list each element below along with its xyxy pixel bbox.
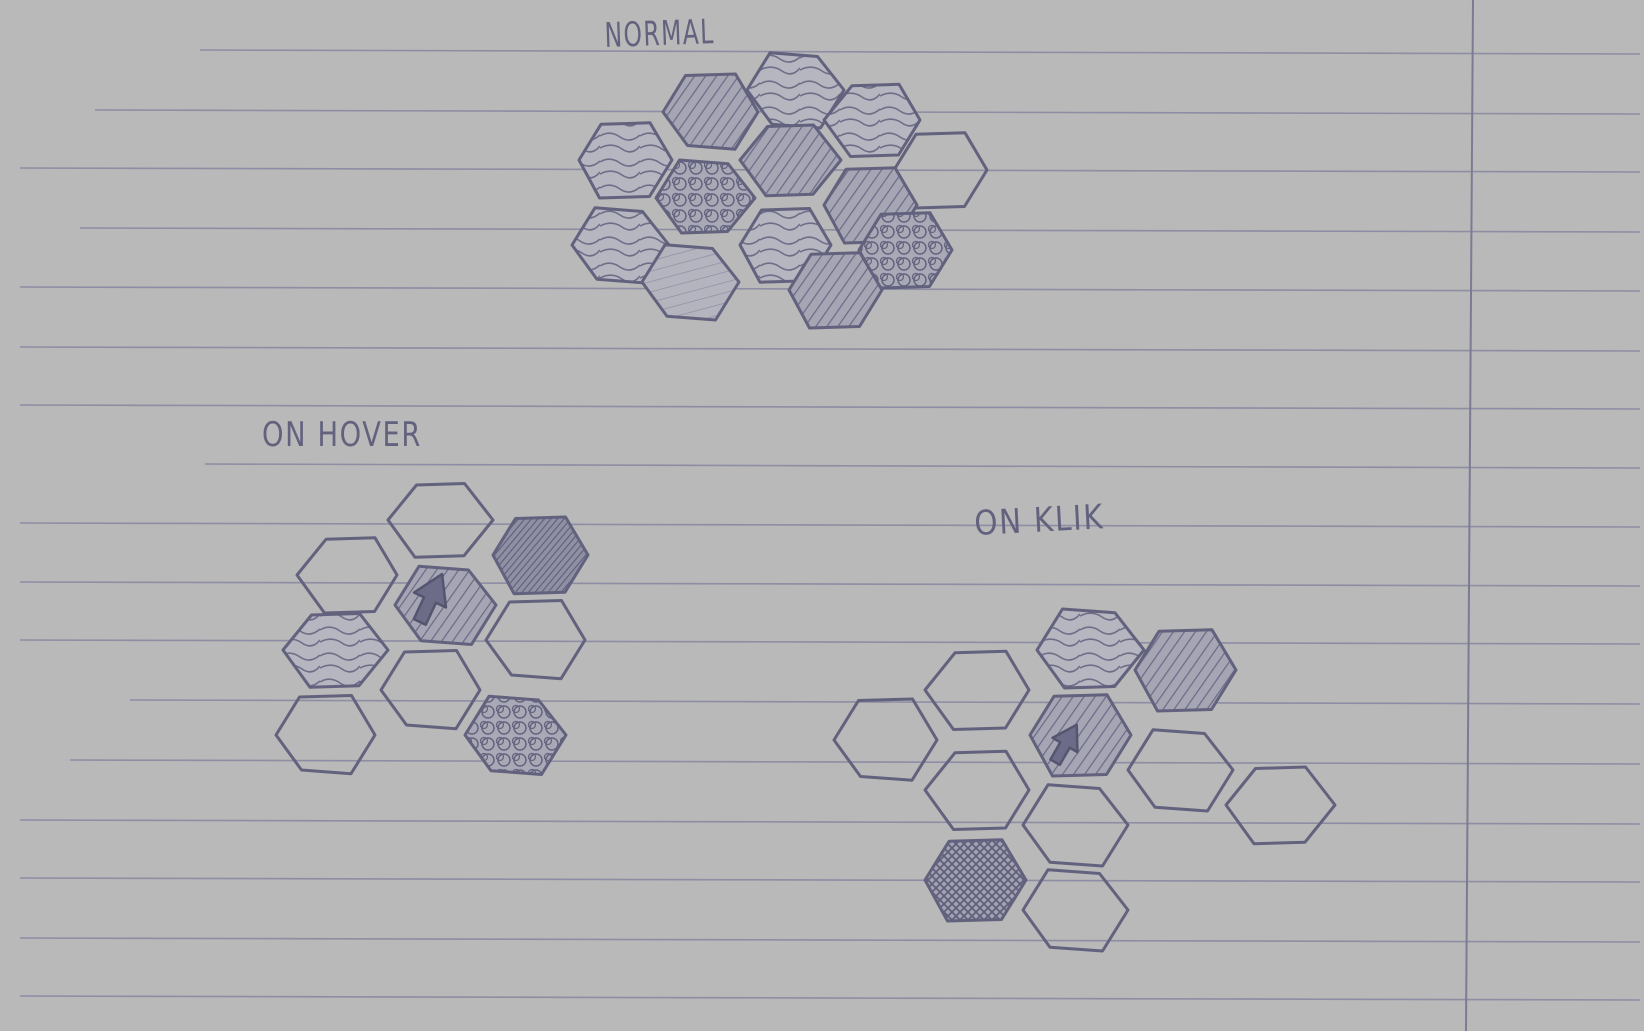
- hex-tile: [1028, 693, 1133, 778]
- click-hex-cluster: [832, 607, 1337, 953]
- hex-tile: [1021, 783, 1130, 868]
- ruled-line: [19, 819, 1641, 825]
- cursor-arrow-icon: [412, 572, 448, 626]
- hex-tile: [923, 749, 1031, 831]
- normal-hex-cluster: [570, 51, 989, 330]
- ruled-line: [19, 937, 1641, 943]
- hex-tile: [295, 536, 399, 615]
- ruled-line: [19, 522, 1641, 528]
- hex-tile: [379, 649, 482, 731]
- hex-tile: [832, 697, 939, 782]
- hex-tile: [491, 515, 590, 596]
- hex-tile: [738, 123, 843, 198]
- hex-tile: [822, 82, 922, 158]
- cursor-arrow-icon: [1049, 723, 1079, 767]
- ruled-line: [19, 639, 1641, 645]
- ruled-line: [69, 759, 1641, 765]
- ruled-line: [19, 877, 1641, 883]
- hex-tile: [463, 694, 568, 776]
- hex-tile: [661, 72, 760, 151]
- hex-tile: [745, 51, 846, 130]
- hex-tile: [281, 612, 390, 689]
- hex-tile: [1224, 765, 1337, 846]
- label-on-hover: ON HOVER: [262, 415, 422, 455]
- hex-tile: [577, 121, 674, 200]
- hover-hex-cluster: [274, 482, 590, 776]
- ruled-line: [204, 463, 1641, 469]
- ruled-line: [19, 995, 1641, 1001]
- ruled-line: [199, 49, 1641, 55]
- ruled-line: [19, 346, 1641, 352]
- hex-tile: [640, 243, 741, 322]
- hex-tile: [274, 694, 377, 776]
- hex-tile: [1133, 628, 1238, 713]
- hex-tile: [1035, 607, 1146, 690]
- ruled-line: [129, 699, 1641, 705]
- hex-tile: [923, 838, 1028, 923]
- label-on-klik: ON KLIK: [973, 497, 1105, 544]
- hex-tile: [1126, 728, 1235, 813]
- hex-tile: [654, 158, 757, 235]
- ruled-line: [19, 581, 1641, 587]
- label-normal: NORMAL: [604, 12, 715, 56]
- ruled-line: [19, 404, 1641, 410]
- hex-tile: [1021, 868, 1130, 953]
- margin-line: [1465, 0, 1474, 1031]
- hex-tile: [923, 649, 1031, 731]
- hex-tile: [386, 482, 495, 559]
- hex-tile: [484, 599, 587, 681]
- hex-tile: [857, 211, 954, 290]
- hex-tile: [787, 251, 884, 330]
